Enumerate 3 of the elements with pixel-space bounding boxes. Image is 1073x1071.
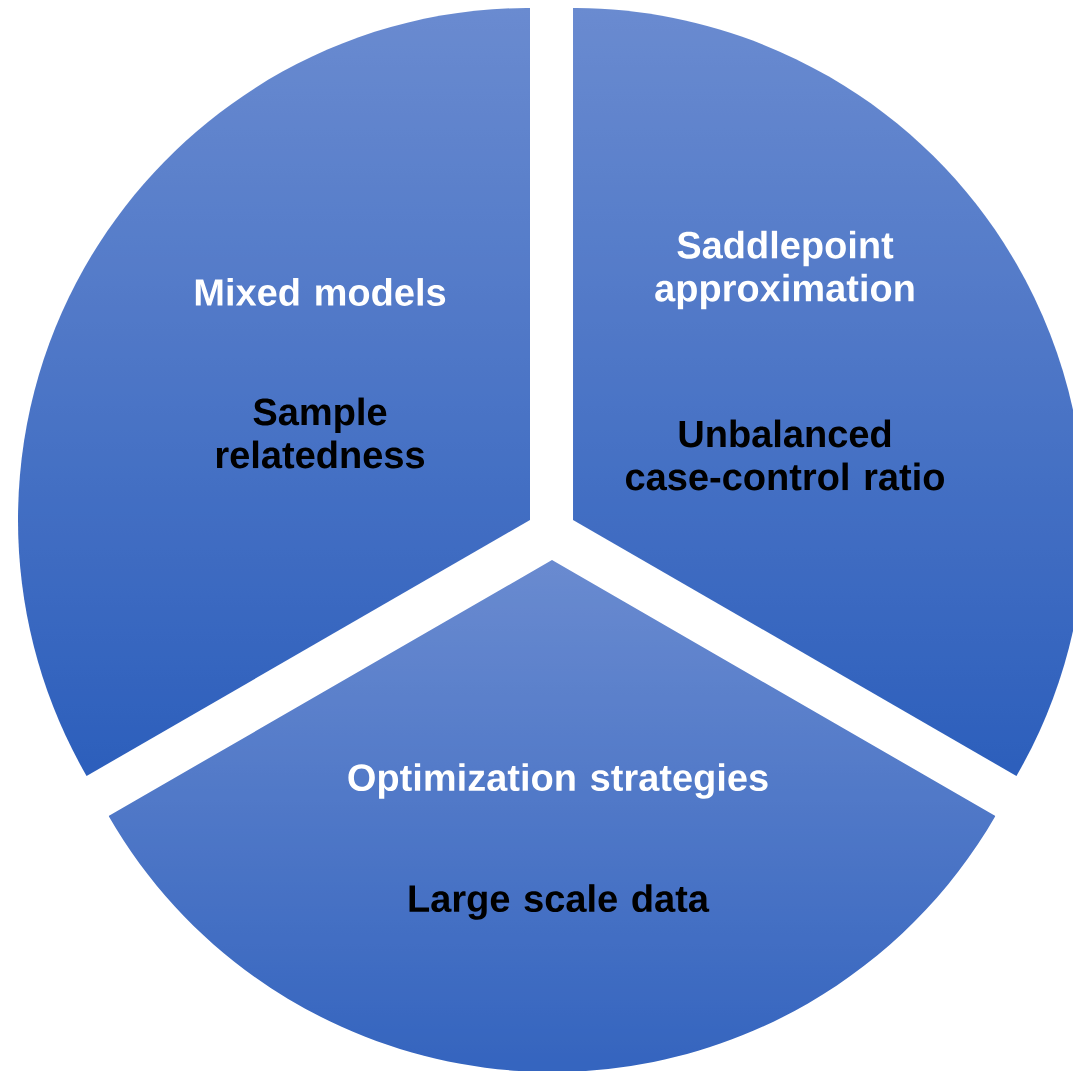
pie-slice: Optimization strategies Large scale data — [348, 763, 768, 920]
pie-slice: Saddlepoint approximation Unbalanced case-control ratio — [626, 230, 944, 491]
pie-slice: Mixed models Sample relatedness — [195, 278, 446, 469]
